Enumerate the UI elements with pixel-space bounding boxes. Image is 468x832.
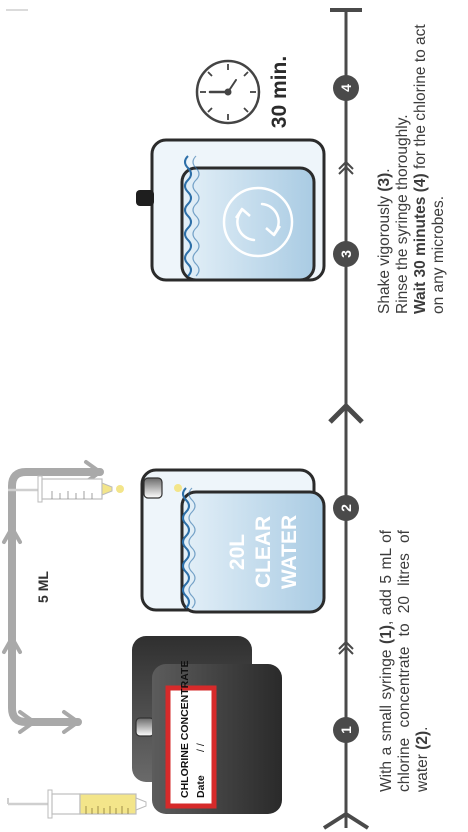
label-date-value: / / (195, 743, 207, 752)
water-label-line3: WATER (278, 515, 301, 589)
label-date: Date (195, 775, 207, 798)
caption-line-rinse: Rinse the syringe thoroughly. (394, 14, 412, 314)
syringe-2-icon (8, 476, 112, 502)
water-label-line1: 20L (226, 534, 249, 570)
caption-step-1: With a small syringe (1), add 5 mL of ch… (378, 530, 432, 792)
caption-line-wait: Wait 30 minutes (4) for the chlorine to … (412, 14, 448, 314)
step-4-marker: 4 (338, 84, 354, 92)
caption-step-2: Shake vigorously (3). Rinse the syringe … (376, 14, 448, 314)
step-2-marker: 2 (338, 504, 354, 512)
label-title: CHLORINE CONCENTRATE (179, 661, 191, 798)
step-3-marker: 3 (338, 250, 354, 258)
water-container-3 (136, 140, 324, 280)
transfer-volume-label: 5 ML (35, 571, 51, 603)
syringe-1-icon (8, 790, 146, 818)
timer-icon (197, 61, 259, 123)
water-label-line2: CLEAR (252, 516, 275, 588)
chlorine-drop (116, 485, 124, 493)
timeline (324, 10, 368, 828)
step-1-marker: 1 (338, 726, 354, 734)
caption-line-shake: Shake vigorously (3). (376, 14, 394, 314)
transfer-arrow (12, 472, 100, 722)
timer-label: 30 min. (268, 56, 291, 128)
